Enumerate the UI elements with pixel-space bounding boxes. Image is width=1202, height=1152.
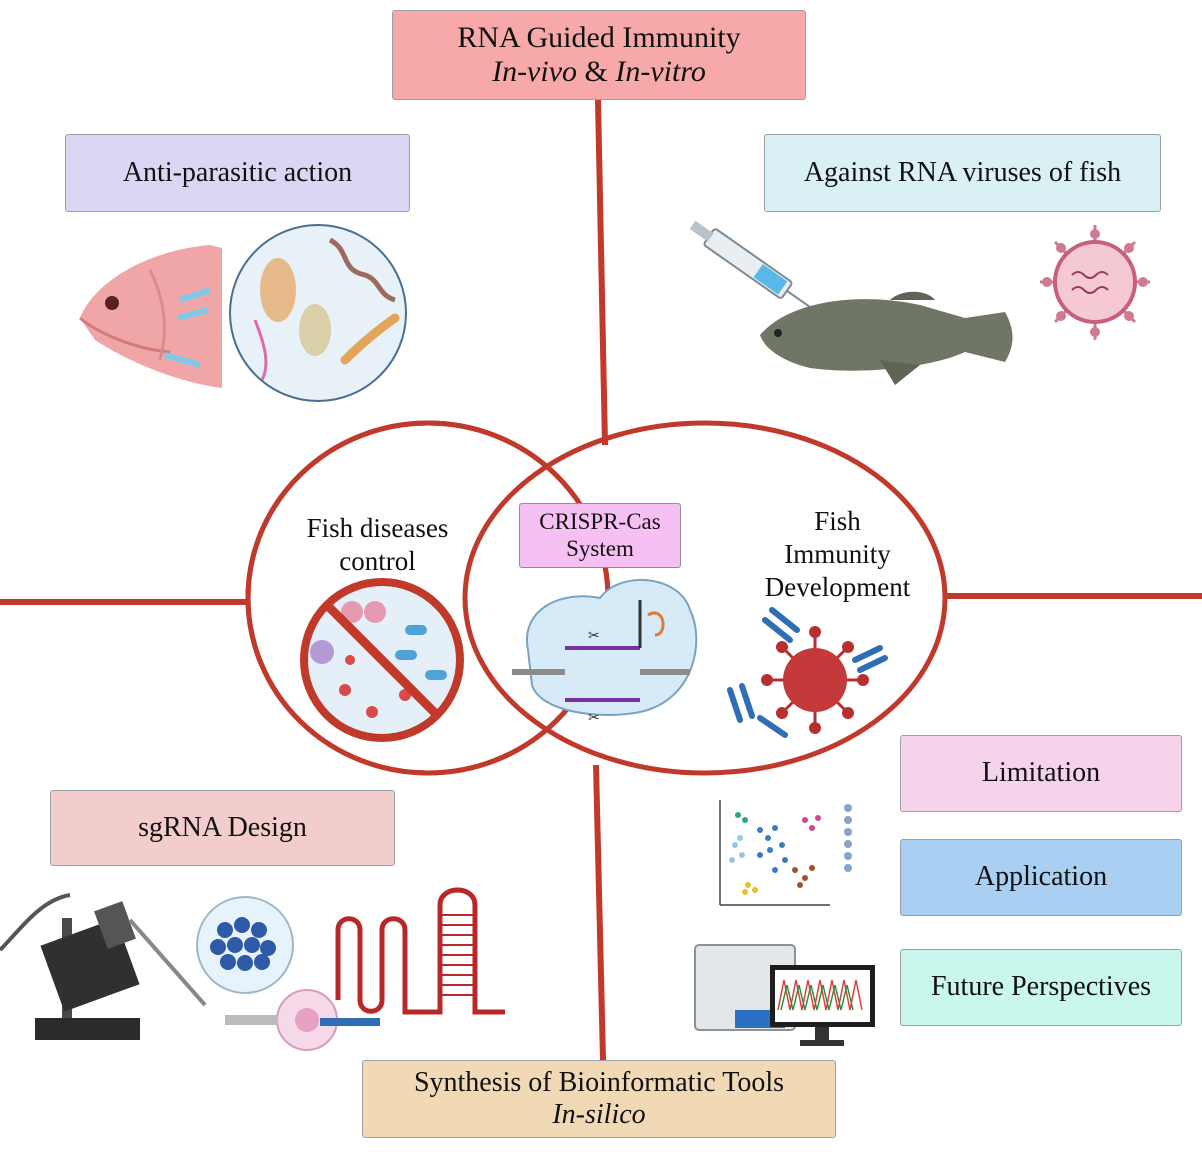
in-silico-subtitle: In-silico <box>552 1099 646 1130</box>
virus-icon <box>1040 225 1150 340</box>
microinjector-icon <box>0 893 207 1040</box>
fish-diseases-line: Fish diseases <box>306 513 449 543</box>
rna-viruses-box: Against RNA viruses of fish <box>764 134 1161 212</box>
in-vivo-in-vitro-subtitle: In-vivo & In-vitro <box>492 55 706 90</box>
system-line: System <box>566 535 634 561</box>
future-perspectives-label: Future Perspectives <box>930 971 1152 1003</box>
parasites-circle-icon <box>229 224 407 402</box>
in-vivo-text: In-vivo <box>492 55 578 88</box>
bioinformatic-tools-box: Synthesis of Bioinformatic Tools In-sili… <box>362 1060 836 1138</box>
bioinformatic-tools-title: Synthesis of Bioinformatic Tools <box>413 1066 785 1098</box>
development-line: Development <box>764 571 911 602</box>
no-pathogens-icon <box>300 578 464 742</box>
control-line: control <box>339 545 416 576</box>
rna-guided-immunity-box: RNA Guided Immunity In-vivo & In-vitro <box>392 10 806 100</box>
future-perspectives-box: Future Perspectives <box>900 949 1182 1026</box>
rna-viruses-label: Against RNA viruses of fish <box>803 156 1122 188</box>
syringe-icon <box>689 220 821 315</box>
limitation-label: Limitation <box>981 757 1101 789</box>
sgrna-hairpin-icon <box>335 887 505 1015</box>
petri-dish-icon <box>196 896 380 1051</box>
crispr-cas-line: CRISPR-Cas <box>539 509 661 535</box>
in-vitro-text: In-vitro <box>615 55 706 88</box>
fish-diseases-control-label: Fish diseases control <box>290 512 465 578</box>
cross-lines <box>0 99 1202 1061</box>
svg-text:✂: ✂ <box>588 629 600 644</box>
sequencer-icon <box>694 944 875 1046</box>
ampersand-text: & <box>577 55 616 88</box>
sgrna-design-box: sgRNA Design <box>50 790 395 866</box>
fish-line: Fish <box>814 506 861 536</box>
right-venn-circle <box>462 420 948 776</box>
svg-text:✂: ✂ <box>588 711 600 726</box>
anti-parasitic-box: Anti-parasitic action <box>65 134 410 212</box>
rna-guided-immunity-title: RNA Guided Immunity <box>457 20 741 54</box>
fish-icon <box>760 291 1013 385</box>
immunity-line: Immunity <box>784 538 891 569</box>
anti-parasitic-label: Anti-parasitic action <box>122 156 353 188</box>
antibody-virus-icon <box>727 607 888 738</box>
fish-immunity-development-label: Fish Immunity Development <box>750 505 925 604</box>
application-box: Application <box>900 839 1182 916</box>
limitation-box: Limitation <box>900 735 1182 812</box>
tsne-plot-icon <box>719 800 852 906</box>
crispr-cas-complex-icon: ✂ ✂ <box>512 578 698 726</box>
sgrna-design-label: sgRNA Design <box>138 811 307 843</box>
application-label: Application <box>974 861 1108 893</box>
crispr-cas-box: CRISPR-Cas System <box>519 503 681 568</box>
fish-head-with-parasites-icon <box>79 245 222 388</box>
